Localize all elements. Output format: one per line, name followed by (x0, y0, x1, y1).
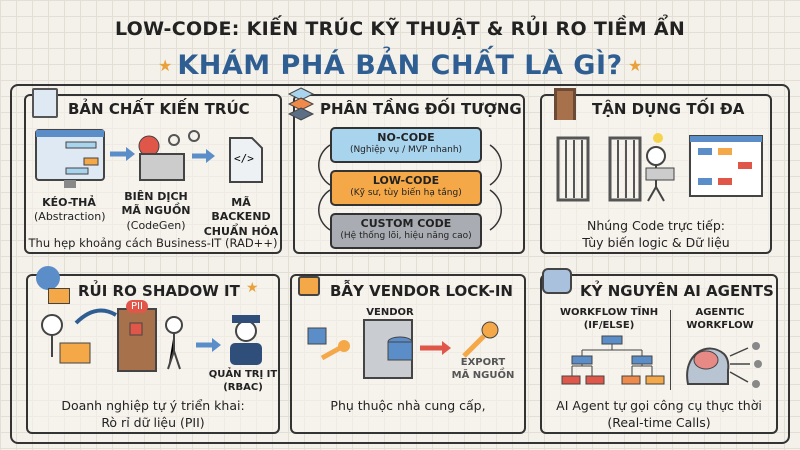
robot-icon (542, 268, 572, 294)
panel-caption: AI Agent tự gọi công cụ thực thời(Real-t… (556, 398, 762, 430)
panel-title: TẬN DỤNG TỐI ĐA (592, 100, 745, 118)
panel-caption: Phụ thuộc nhà cung cấp, (330, 398, 486, 413)
workflow-comparison-illustration (561, 335, 762, 388)
codegen-flow-illustration: </> (35, 129, 263, 188)
panel-title: RỦI RO SHADOW IT (78, 282, 240, 300)
panel-caption: Thu hẹp khoảng cách Business-IT (RAD++) (28, 236, 278, 250)
page-subtitle: KHÁM PHÁ BẢN CHẤT LÀ GÌ? (177, 50, 623, 81)
padlock-icon (298, 276, 320, 296)
layer-arrows (318, 144, 502, 231)
star-icon: ★ (628, 56, 643, 75)
folder-icon (48, 288, 70, 304)
it-admin-label: QUẢN TRỊ IT(RBAC) (208, 369, 278, 393)
layer-low-code: LOW-CODE(Kỹ sư, tùy biến hạ tầng) (330, 170, 482, 206)
page-title: LOW-CODE: KIẾN TRÚC KỸ THUẬT & RỦI RO TI… (114, 18, 686, 40)
layer-no-code: NO-CODE(Nghiệp vụ / MVP nhanh) (330, 127, 482, 163)
layer-custom-code: CUSTOM CODE(Hệ thống lõi, hiệu năng cao) (330, 213, 482, 249)
step-drag-drop: KÉO-THẢ(Abstraction) (34, 196, 106, 224)
panel-title: BẢN CHẤT KIẾN TRÚC (68, 100, 250, 118)
panel-caption: Nhúng Code trực tiếp:Tùy biến logic & Dữ… (582, 218, 730, 250)
data-leak-illustration (41, 308, 262, 372)
door-icon (554, 88, 576, 120)
panel-caption: Doanh nghiệp tự ý triển khai:Rò rỉ dữ li… (61, 398, 245, 430)
panel-title: BẪY VENDOR LOCK-IN (330, 282, 513, 300)
static-workflow-label: WORKFLOW TĨNH(IF/ELSE) (559, 307, 659, 331)
svg-text:</>: </> (234, 152, 254, 165)
panel-title: KỶ NGUYÊN AI AGENTS (580, 282, 774, 300)
star-icon: ★ (246, 280, 259, 296)
document-user-icon (32, 88, 58, 118)
vendor-label: VENDOR (366, 307, 414, 318)
vendor-lockin-illustration (307, 319, 499, 379)
user-folder-icon (36, 266, 60, 290)
layers-icon (287, 87, 315, 121)
panel-ai-agents (540, 274, 778, 434)
open-gate-illustration (556, 133, 763, 202)
outer-frame (10, 84, 790, 444)
divider (670, 310, 671, 390)
pii-bubble: PII (126, 300, 148, 313)
star-icon: ★ (158, 56, 173, 75)
panel-title: PHÂN TẦNG ĐỐI TƯỢNG (320, 100, 522, 118)
